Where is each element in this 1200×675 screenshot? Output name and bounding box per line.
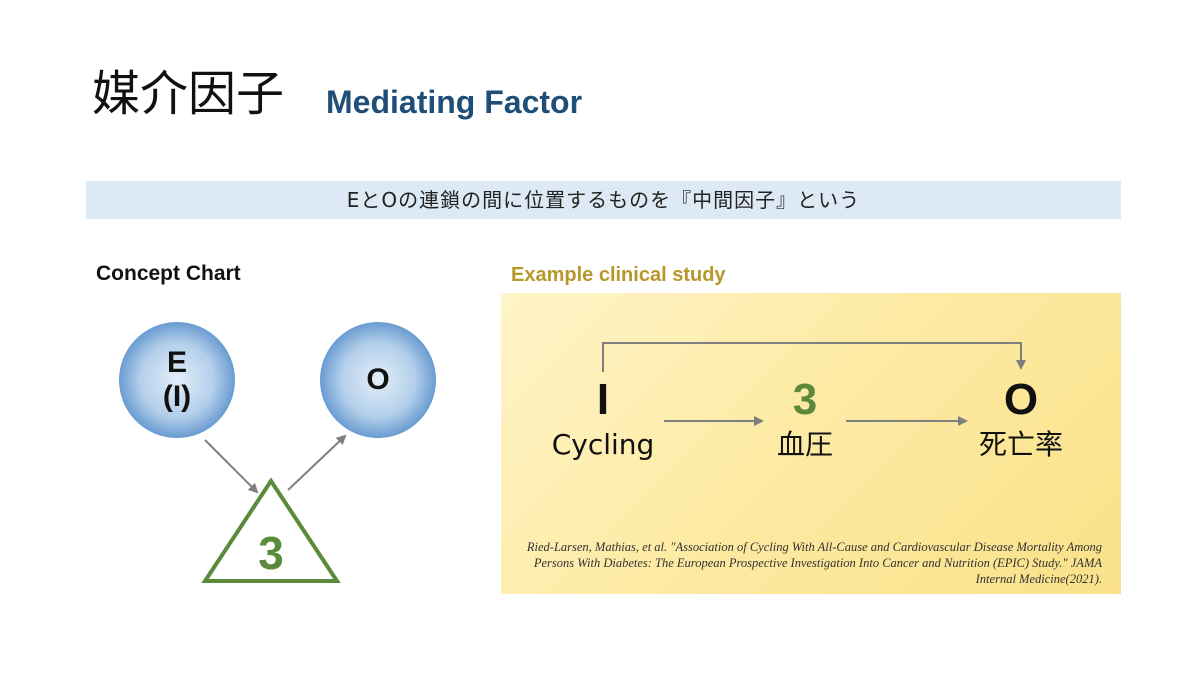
definition-banner: EとOの連鎖の間に位置するものを『中間因子』という — [86, 181, 1121, 219]
outcome-circle: O — [320, 322, 436, 438]
page-title-english: Mediating Factor — [326, 84, 583, 120]
arrow-exposure-to-mediator — [204, 439, 259, 494]
outcome-symbol: O — [1003, 375, 1039, 424]
exposure-label: E — [166, 346, 187, 379]
outcome-label: O — [366, 363, 390, 396]
outcome-name: 死亡率 — [978, 428, 1063, 461]
mediator-symbol: 3 — [792, 375, 818, 424]
page-title-japanese: 媒介因子 — [92, 66, 285, 122]
mediator-name: 血圧 — [776, 428, 833, 461]
concept-chart-heading: Concept Chart — [96, 262, 241, 285]
intervention-label: (I) — [162, 380, 192, 413]
exposure-circle: E (I) — [119, 322, 235, 438]
definition-text: EとOの連鎖の間に位置するものを『中間因子』という — [346, 188, 861, 212]
intervention-name: Cycling — [551, 428, 655, 461]
mediator-triangle — [201, 477, 341, 583]
direct-effect-arrow — [602, 342, 1026, 372]
arrow-mediator-to-outcome — [287, 434, 347, 491]
example-study-heading: Example clinical study — [511, 264, 726, 286]
mediator-label: 3 — [258, 527, 284, 579]
intervention-symbol: I — [596, 375, 610, 424]
study-citation: Ried-Larsen, Mathias, et al. "Associatio… — [526, 540, 1102, 586]
